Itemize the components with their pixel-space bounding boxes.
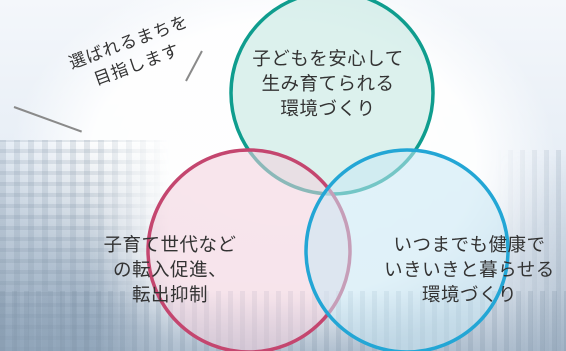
circle-left-line-2: の転入促進、	[112, 260, 227, 281]
circle-right-line-2: いきいきと暮らせる	[384, 260, 555, 281]
tagline-slash-left	[13, 106, 82, 133]
circle-top-line-2: 生み育てられる	[261, 74, 395, 95]
circle-left-line-1: 子育て世代など	[103, 235, 237, 256]
circle-right-line-1: いつまでも健康で	[393, 235, 546, 256]
circle-right-line-3: 環境づくり	[421, 285, 517, 306]
circle-right-label: いつまでも健康で いきいきと暮らせる 環境づくり	[362, 233, 566, 308]
circle-top-label: 子どもを安心して 生み育てられる 環境づくり	[228, 47, 428, 122]
circle-top-line-1: 子どもを安心して	[252, 49, 404, 70]
circle-left-label: 子育て世代など の転入促進、 転出抑制	[60, 233, 280, 308]
circle-top-line-3: 環境づくり	[280, 99, 376, 120]
tagline: 選ばれるまちを 目指します	[13, 8, 224, 138]
tagline-text: 選ばれるまちを 目指します	[45, 2, 221, 105]
circle-right	[304, 148, 510, 351]
circle-left-line-3: 転出抑制	[131, 285, 208, 306]
